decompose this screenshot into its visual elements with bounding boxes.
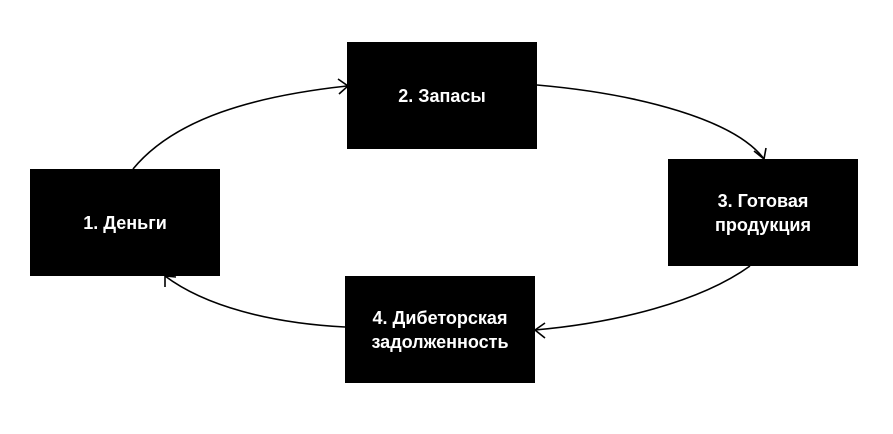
node-receivables-label: 4. Дибеторская задолженность: [371, 307, 509, 352]
arrow-inventory-to-finished-goods: [536, 84, 765, 160]
arrowhead-finished-goods-to-receivables: [533, 322, 546, 339]
arrow-receivables-to-money: [164, 275, 346, 328]
node-inventory-label: 2. Запасы: [398, 85, 486, 106]
arrow-finished-goods-to-receivables: [534, 265, 751, 331]
node-finished-goods: 3. Готовая продукция: [668, 159, 858, 266]
node-money: 1. Деньги: [30, 169, 220, 276]
node-receivables: 4. Дибеторская задолженность: [345, 276, 535, 383]
node-inventory: 2. Запасы: [347, 42, 537, 149]
arrowhead-receivables-to-money: [164, 275, 177, 287]
node-money-label: 1. Деньги: [83, 212, 167, 233]
arrow-money-to-inventory: [132, 85, 348, 170]
node-finished-goods-label: 3. Готовая продукция: [715, 190, 811, 235]
